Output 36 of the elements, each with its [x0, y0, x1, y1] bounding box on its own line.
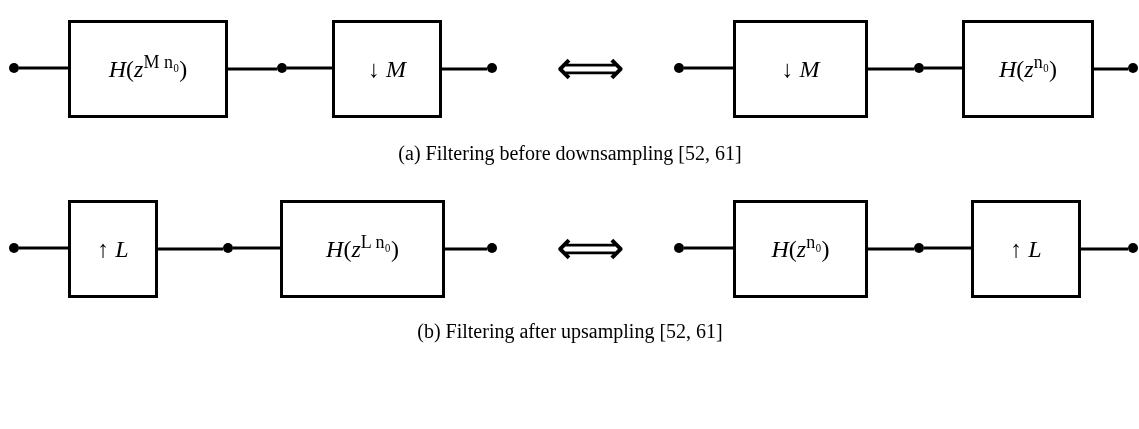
connector-line	[19, 66, 68, 70]
connector-line	[684, 246, 733, 250]
block-label: ↓ M	[781, 57, 820, 81]
subfigure-caption: (a) Filtering before downsampling [52, 61]	[397, 141, 743, 167]
connector-line	[158, 247, 223, 251]
connector-line	[19, 246, 68, 250]
connector-line	[287, 66, 332, 70]
connector-line	[228, 67, 277, 71]
block-box	[733, 20, 868, 118]
block-box	[971, 200, 1081, 298]
block-box	[68, 200, 158, 298]
block-box	[962, 20, 1094, 118]
block-box	[68, 20, 228, 118]
connector-line	[924, 246, 971, 250]
connector-line	[868, 247, 914, 251]
subfigure-caption: (b) Filtering after upsampling [52, 61]	[416, 319, 724, 345]
block-label: H(z$^{M n₀}$)	[108, 57, 188, 81]
connector-line	[1081, 247, 1128, 251]
block-label: ↑ L	[97, 237, 129, 261]
connector-line	[445, 247, 487, 251]
block-box	[332, 20, 442, 118]
block-box	[733, 200, 868, 298]
connector-line	[233, 246, 280, 250]
connector-line	[442, 67, 487, 71]
connector-line	[924, 66, 962, 70]
equivalence-symbol: ⟺	[554, 224, 626, 272]
connector-line	[1094, 67, 1128, 71]
block-box	[280, 200, 445, 298]
block-label: H(z$^{n₀}$)	[999, 57, 1057, 81]
block-label: H(z$^{L n₀}$)	[326, 237, 399, 261]
block-label: H(z$^{n₀}$)	[771, 237, 830, 261]
connector-line	[684, 66, 733, 70]
block-label: ↑ L	[1010, 237, 1042, 261]
block-label: ↓ M	[368, 57, 406, 81]
connector-line	[868, 67, 914, 71]
equivalence-symbol: ⟺	[554, 44, 626, 92]
